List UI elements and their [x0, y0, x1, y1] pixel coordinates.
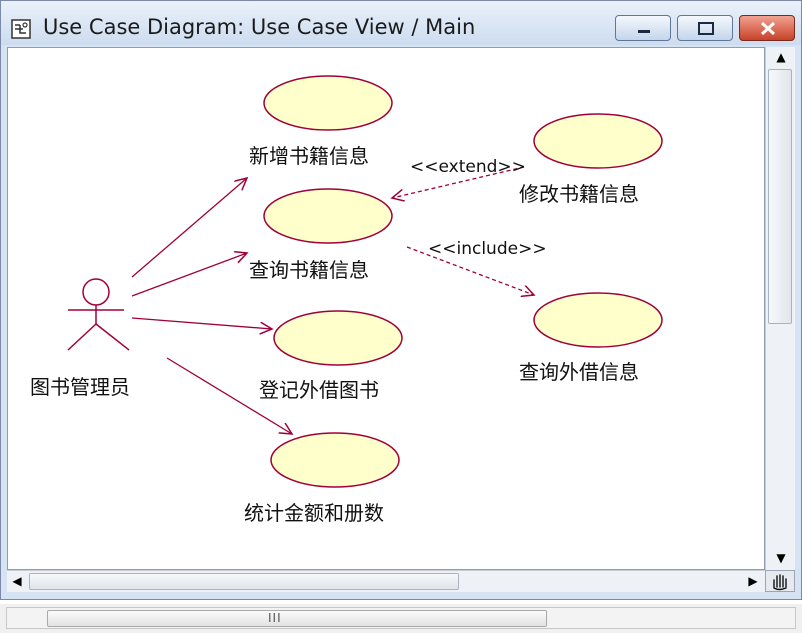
maximize-icon — [698, 22, 714, 35]
close-icon — [760, 21, 776, 36]
use-case-modify-book[interactable] — [533, 113, 663, 169]
use-case-statistics[interactable] — [270, 432, 400, 488]
use-case-register-loan-label: 登记外借图书 — [259, 378, 379, 402]
actor-label: 图书管理员 — [30, 375, 130, 399]
minimize-icon — [638, 30, 650, 33]
actor-librarian[interactable] — [67, 278, 130, 351]
bottom-scrollbar[interactable]: III — [0, 604, 802, 633]
association-register-loan — [131, 317, 272, 329]
title-bar[interactable]: Use Case Diagram: Use Case View / Main — [1, 1, 801, 45]
use-case-register-loan[interactable] — [273, 310, 403, 366]
use-case-modify-book-label: 修改书籍信息 — [519, 182, 639, 206]
scroll-left-icon[interactable]: ◀ — [12, 574, 22, 588]
association-add-book — [131, 178, 247, 278]
diagram-app-icon — [11, 19, 31, 39]
use-case-query-book[interactable] — [263, 188, 393, 244]
use-case-statistics-label: 统计金额和册数 — [244, 501, 384, 525]
include-stereotype: <<include>> — [428, 239, 547, 259]
diagram-canvas[interactable]: 图书管理员 <<extend>> <<include>> 新增书籍信息 查询书籍… — [7, 47, 765, 570]
use-case-query-loan-label: 查询外借信息 — [519, 360, 639, 384]
extend-dependency — [392, 166, 525, 198]
window-title: Use Case Diagram: Use Case View / Main — [43, 15, 476, 39]
association-statistics — [166, 357, 292, 434]
pan-tool-button[interactable] — [765, 570, 795, 592]
use-case-query-loan[interactable] — [533, 292, 663, 348]
grip-marks: III — [268, 611, 282, 625]
scroll-up-icon[interactable]: ▲ — [776, 50, 786, 64]
bottom-scroll-track[interactable]: III — [6, 607, 796, 629]
minimize-button[interactable] — [615, 15, 671, 41]
vertical-scrollbar[interactable]: ▲ ▼ — [765, 47, 795, 570]
vertical-scroll-thumb[interactable] — [768, 69, 792, 324]
association-query-book — [131, 253, 247, 297]
hand-icon — [773, 574, 787, 591]
maximize-button[interactable] — [677, 15, 733, 41]
use-case-diagram: 图书管理员 <<extend>> <<include>> 新增书籍信息 查询书籍… — [30, 75, 663, 525]
use-case-add-book-label: 新增书籍信息 — [249, 144, 369, 168]
diagram-window: Use Case Diagram: Use Case View / Main — [0, 0, 802, 600]
scroll-down-icon[interactable]: ▼ — [776, 551, 786, 565]
extend-stereotype: <<extend>> — [410, 157, 526, 177]
include-dependency — [406, 246, 534, 295]
use-case-query-book-label: 查询书籍信息 — [249, 258, 369, 282]
scroll-right-icon[interactable]: ▶ — [748, 574, 758, 588]
use-case-add-book[interactable] — [263, 75, 393, 131]
horizontal-scroll-thumb[interactable] — [29, 573, 459, 590]
horizontal-scrollbar[interactable]: ◀ ▶ — [7, 570, 765, 592]
close-button[interactable] — [739, 15, 795, 41]
bottom-scroll-thumb[interactable]: III — [47, 610, 547, 627]
